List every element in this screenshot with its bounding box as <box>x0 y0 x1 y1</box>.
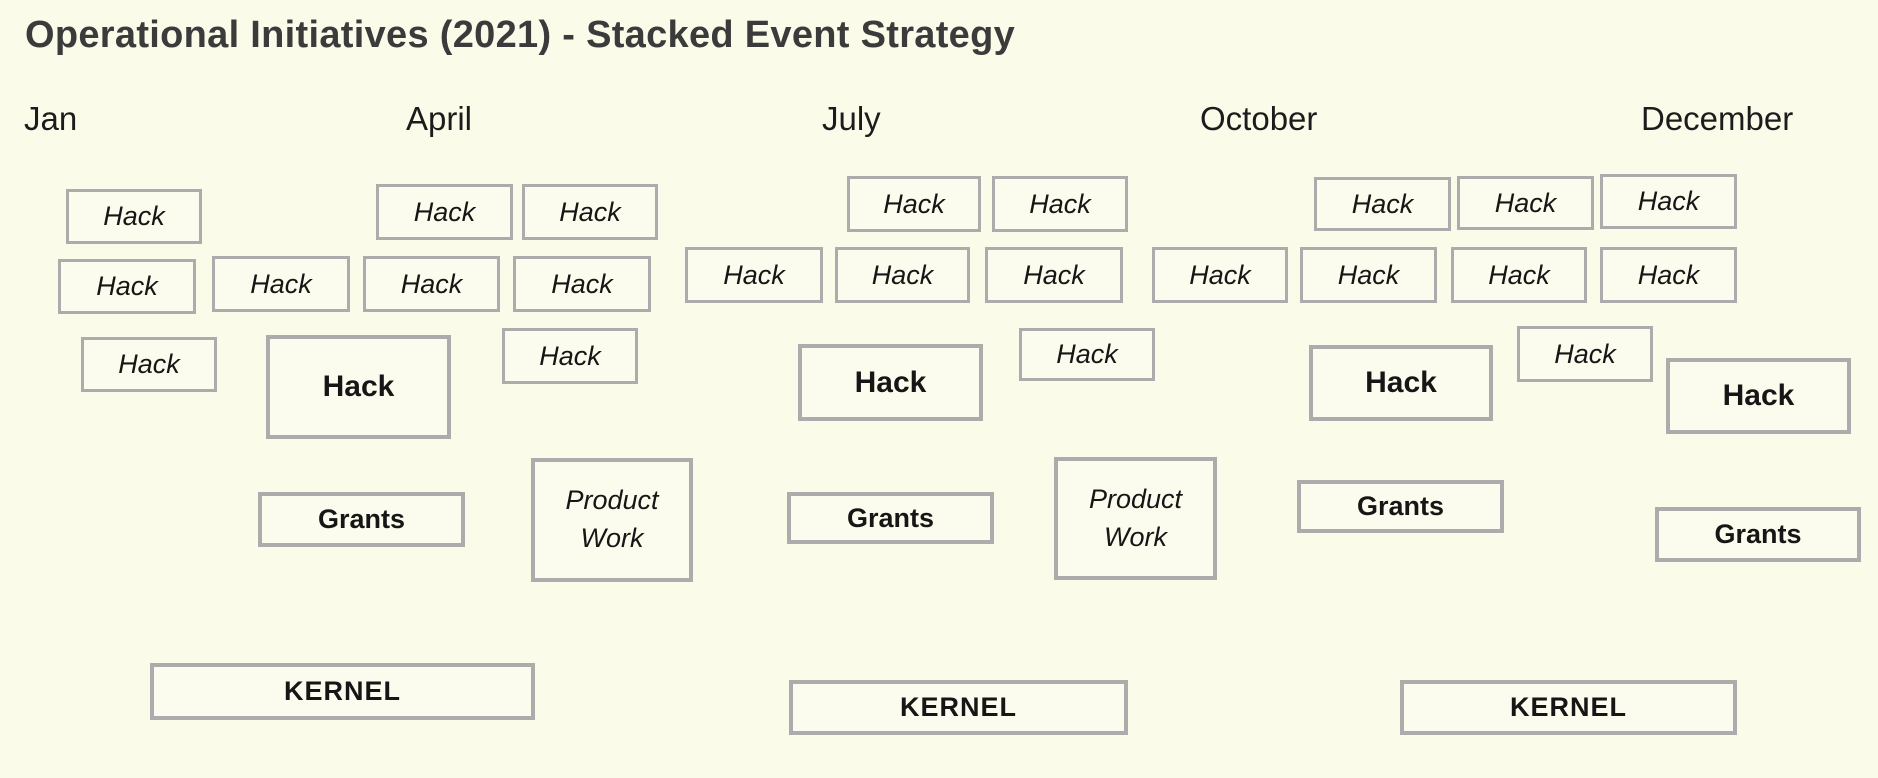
hack-box: Hack <box>1600 247 1737 303</box>
hack-box: Hack <box>1019 328 1155 381</box>
hack-label: Hack <box>559 196 621 227</box>
page-title: Operational Initiatives (2021) - Stacked… <box>25 14 1016 56</box>
hack-label: Hack <box>1365 366 1437 399</box>
product-work-label: Product Work <box>565 485 659 553</box>
hack-box: Hack <box>685 247 823 303</box>
hack-label: Hack <box>1351 188 1414 219</box>
hack-major-box: Hack <box>266 335 451 439</box>
hack-label: Hack <box>539 340 601 371</box>
hack-box: Hack <box>522 184 658 240</box>
month-label-april: April <box>406 100 473 137</box>
product-work-box: Product Work <box>1054 457 1217 580</box>
hack-major-box: Hack <box>1309 345 1493 421</box>
hack-label: Hack <box>1494 187 1557 218</box>
hack-box: Hack <box>58 259 196 314</box>
hack-box: Hack <box>1152 247 1288 303</box>
hack-label: Hack <box>854 365 927 399</box>
hack-label: Hack <box>1637 186 1700 216</box>
hack-major-box: Hack <box>1666 358 1851 434</box>
hack-label: Hack <box>118 349 180 379</box>
grants-box: Grants <box>787 492 994 544</box>
hack-label: Hack <box>96 271 158 301</box>
grants-box: Grants <box>258 492 465 547</box>
grants-label: Grants <box>1714 519 1802 549</box>
kernel-label: KERNEL <box>1509 692 1627 722</box>
month-label-jan: Jan <box>24 100 78 137</box>
kernel-box: KERNEL <box>789 680 1128 735</box>
hack-label: Hack <box>1722 379 1795 412</box>
kernel-box: KERNEL <box>150 663 535 720</box>
hack-label: Hack <box>322 370 395 403</box>
hack-box: Hack <box>992 176 1128 232</box>
hack-label: Hack <box>871 259 934 290</box>
hack-box: Hack <box>513 256 651 312</box>
hack-box: Hack <box>1300 247 1437 303</box>
hack-box: Hack <box>1457 176 1594 230</box>
hack-label: Hack <box>1029 188 1091 219</box>
hack-label: Hack <box>103 201 165 231</box>
hack-major-box: Hack <box>798 344 983 421</box>
grants-box: Grants <box>1655 507 1861 562</box>
month-label-december: December <box>1641 100 1794 137</box>
hack-box: Hack <box>502 328 638 384</box>
hack-label: Hack <box>1056 339 1118 369</box>
hack-box: Hack <box>66 189 202 244</box>
hack-box: Hack <box>363 256 500 312</box>
hack-box: Hack <box>847 176 981 232</box>
month-label-october: October <box>1200 100 1318 137</box>
hack-box: Hack <box>835 247 970 303</box>
hack-box: Hack <box>1600 174 1737 229</box>
product-work-box: Product Work <box>531 458 693 582</box>
month-label-july: July <box>822 100 881 137</box>
hack-label: Hack <box>883 188 945 219</box>
hack-label: Hack <box>551 268 613 299</box>
hack-label: Hack <box>250 268 312 299</box>
hack-label: Hack <box>1189 259 1251 290</box>
hack-label: Hack <box>400 268 463 299</box>
grants-label: Grants <box>846 502 935 533</box>
hack-label: Hack <box>1023 259 1085 290</box>
grants-box: Grants <box>1297 480 1504 533</box>
grants-label: Grants <box>1356 491 1445 521</box>
grants-label: Grants <box>317 504 406 534</box>
hack-label: Hack <box>1337 259 1400 290</box>
hack-label: Hack <box>413 196 476 227</box>
kernel-label: KERNEL <box>899 692 1017 722</box>
hack-box: Hack <box>1314 177 1451 231</box>
hack-box: Hack <box>1517 326 1653 382</box>
hack-label: Hack <box>723 259 785 290</box>
hack-box: Hack <box>376 184 513 240</box>
kernel-label: KERNEL <box>283 676 401 706</box>
hack-label: Hack <box>1488 259 1550 290</box>
hack-label: Hack <box>1637 259 1700 290</box>
hack-box: Hack <box>1451 247 1587 303</box>
hack-box: Hack <box>985 247 1123 303</box>
hack-box: Hack <box>212 256 350 312</box>
product-work-label: Product Work <box>1088 483 1183 552</box>
hack-box: Hack <box>81 337 217 392</box>
hack-label: Hack <box>1554 338 1616 369</box>
kernel-box: KERNEL <box>1400 680 1737 735</box>
